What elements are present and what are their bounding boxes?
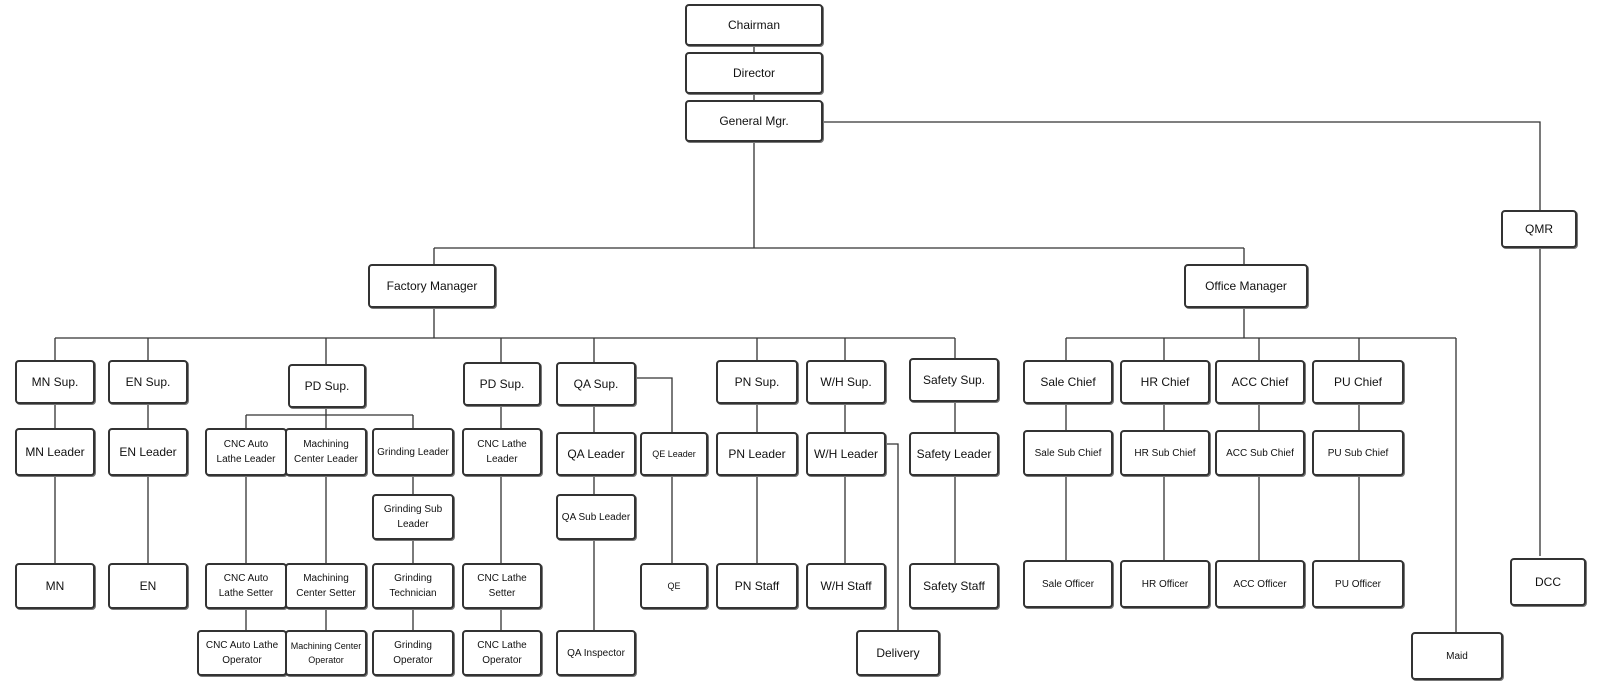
maid-box: Maid <box>1411 632 1503 680</box>
wh-staff-box: W/H Staff <box>806 563 886 609</box>
wh-leader-box: W/H Leader <box>806 432 886 476</box>
cnc-auto-lathe-leader-box: CNC Auto Lathe Leader <box>205 428 287 476</box>
safety-leader-box: Safety Leader <box>909 432 999 476</box>
safety-staff-box: Safety Staff <box>909 563 999 609</box>
general-mgr-box: General Mgr. <box>685 100 823 142</box>
cnc-lathe-setter-box: CNC Lathe Setter <box>462 563 542 609</box>
en-box: EN <box>108 563 188 609</box>
grinding-leader-box: Grinding Leader <box>372 428 454 476</box>
sale-chief-box: Sale Chief <box>1023 360 1113 404</box>
acc-sub-chief-box: ACC Sub Chief <box>1215 430 1305 476</box>
grinding-operator-box: Grinding Operator <box>372 630 454 676</box>
grinding-sub-leader-box: Grinding Sub Leader <box>372 494 454 540</box>
pd-sup-1-box: PD Sup. <box>288 364 366 408</box>
qa-inspector-box: QA Inspector <box>556 630 636 676</box>
cnc-auto-lathe-operator-box: CNC Auto Lathe Operator <box>197 630 287 676</box>
hr-sub-chief-box: HR Sub Chief <box>1120 430 1210 476</box>
pu-officer-box: PU Officer <box>1312 560 1404 608</box>
mn-sup-box: MN Sup. <box>15 360 95 404</box>
en-leader-box: EN Leader <box>108 428 188 476</box>
hr-officer-box: HR Officer <box>1120 560 1210 608</box>
pu-sub-chief-box: PU Sub Chief <box>1312 430 1404 476</box>
cnc-lathe-leader-box: CNC Lathe Leader <box>462 428 542 476</box>
machining-center-leader-box: Machining Center Leader <box>285 428 367 476</box>
qe-leader-box: QE Leader <box>640 432 708 476</box>
safety-sup-box: Safety Sup. <box>909 358 999 402</box>
line-wh <box>844 404 899 630</box>
acc-chief-box: ACC Chief <box>1215 360 1305 404</box>
factory-manager-box: Factory Manager <box>368 264 496 308</box>
machining-center-operator-box: Machining Center Operator <box>285 630 367 676</box>
line-qa <box>593 377 673 630</box>
sale-sub-chief-box: Sale Sub Chief <box>1023 430 1113 476</box>
hr-chief-box: HR Chief <box>1120 360 1210 404</box>
pd-sup-2-box: PD Sup. <box>463 362 541 406</box>
pn-sup-box: PN Sup. <box>716 360 798 404</box>
office-manager-box: Office Manager <box>1184 264 1308 308</box>
qa-sub-leader-box: QA Sub Leader <box>556 494 636 540</box>
acc-officer-box: ACC Officer <box>1215 560 1305 608</box>
line-pd1 <box>245 408 414 428</box>
pn-staff-box: PN Staff <box>716 563 798 609</box>
delivery-box: Delivery <box>856 630 940 676</box>
grinding-technician-box: Grinding Technician <box>372 563 454 609</box>
mn-box: MN <box>15 563 95 609</box>
pu-chief-box: PU Chief <box>1312 360 1404 404</box>
line-factory-sups <box>54 306 956 364</box>
qe-box: QE <box>640 563 708 609</box>
dcc-box: DCC <box>1510 558 1586 606</box>
line-office-chiefs <box>1065 306 1457 632</box>
line-gm-qmr <box>820 121 1541 210</box>
line-gm-managers <box>433 140 1245 264</box>
director-box: Director <box>685 52 823 94</box>
cnc-lathe-operator-box: CNC Lathe Operator <box>462 630 542 676</box>
en-sup-box: EN Sup. <box>108 360 188 404</box>
qa-sup-box: QA Sup. <box>556 362 636 406</box>
sale-officer-box: Sale Officer <box>1023 560 1113 608</box>
qmr-box: QMR <box>1501 210 1577 248</box>
qa-leader-box: QA Leader <box>556 432 636 476</box>
pn-leader-box: PN Leader <box>716 432 798 476</box>
cnc-auto-lathe-setter-box: CNC Auto Lathe Setter <box>205 563 287 609</box>
wh-sup-box: W/H Sup. <box>806 360 886 404</box>
chairman-box: Chairman <box>685 4 823 46</box>
machining-center-setter-box: Machining Center Setter <box>285 563 367 609</box>
mn-leader-box: MN Leader <box>15 428 95 476</box>
